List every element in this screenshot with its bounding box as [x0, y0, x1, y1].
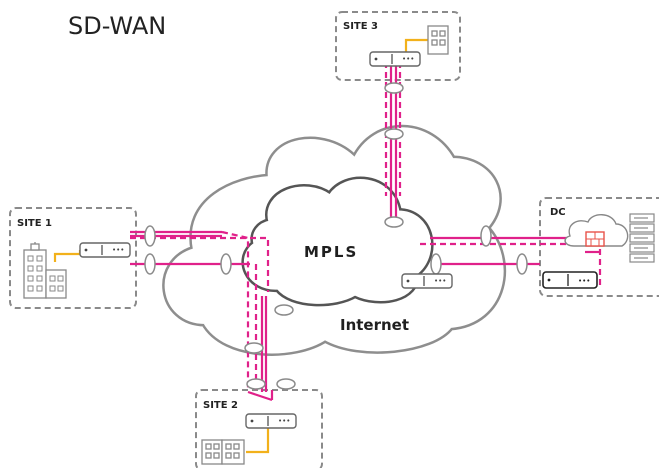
mpls-label: MPLS	[304, 243, 358, 261]
pipe-cylinders	[144, 82, 528, 390]
site-3-label: SITE 3	[343, 21, 378, 32]
internet-label: Internet	[340, 316, 409, 334]
building-icon-site1	[23, 242, 67, 299]
building-icon-site2	[201, 439, 245, 465]
svg-text:•••: •••	[112, 246, 124, 254]
site3-local-link	[404, 38, 428, 52]
router-site3[interactable]: •••	[369, 51, 421, 67]
svg-text:•••: •••	[402, 55, 414, 63]
svg-text:•••: •••	[434, 277, 446, 285]
svg-text:•••: •••	[578, 277, 590, 285]
svg-text:•••: •••	[278, 417, 290, 425]
server-rack-icon	[629, 213, 655, 263]
router-site2[interactable]: •••	[245, 413, 297, 429]
firewall-icon	[585, 231, 605, 247]
router-dc[interactable]: •••	[542, 271, 598, 289]
dc-label: DC	[550, 207, 566, 218]
router-site1[interactable]: •••	[79, 242, 131, 258]
site-1-label: SITE 1	[17, 218, 52, 229]
diagram-title: SD-WAN	[68, 12, 166, 40]
building-icon-site3	[427, 25, 449, 55]
site-3-box	[335, 11, 461, 81]
site1-local-link	[53, 250, 82, 262]
dc-cloud-icon	[564, 214, 629, 247]
site2-local-link	[246, 428, 270, 454]
site1-mpls-tunnel	[130, 236, 270, 292]
site-2-label: SITE 2	[203, 400, 238, 411]
router-internet[interactable]: •••	[401, 273, 453, 289]
site2-merge	[247, 390, 273, 402]
